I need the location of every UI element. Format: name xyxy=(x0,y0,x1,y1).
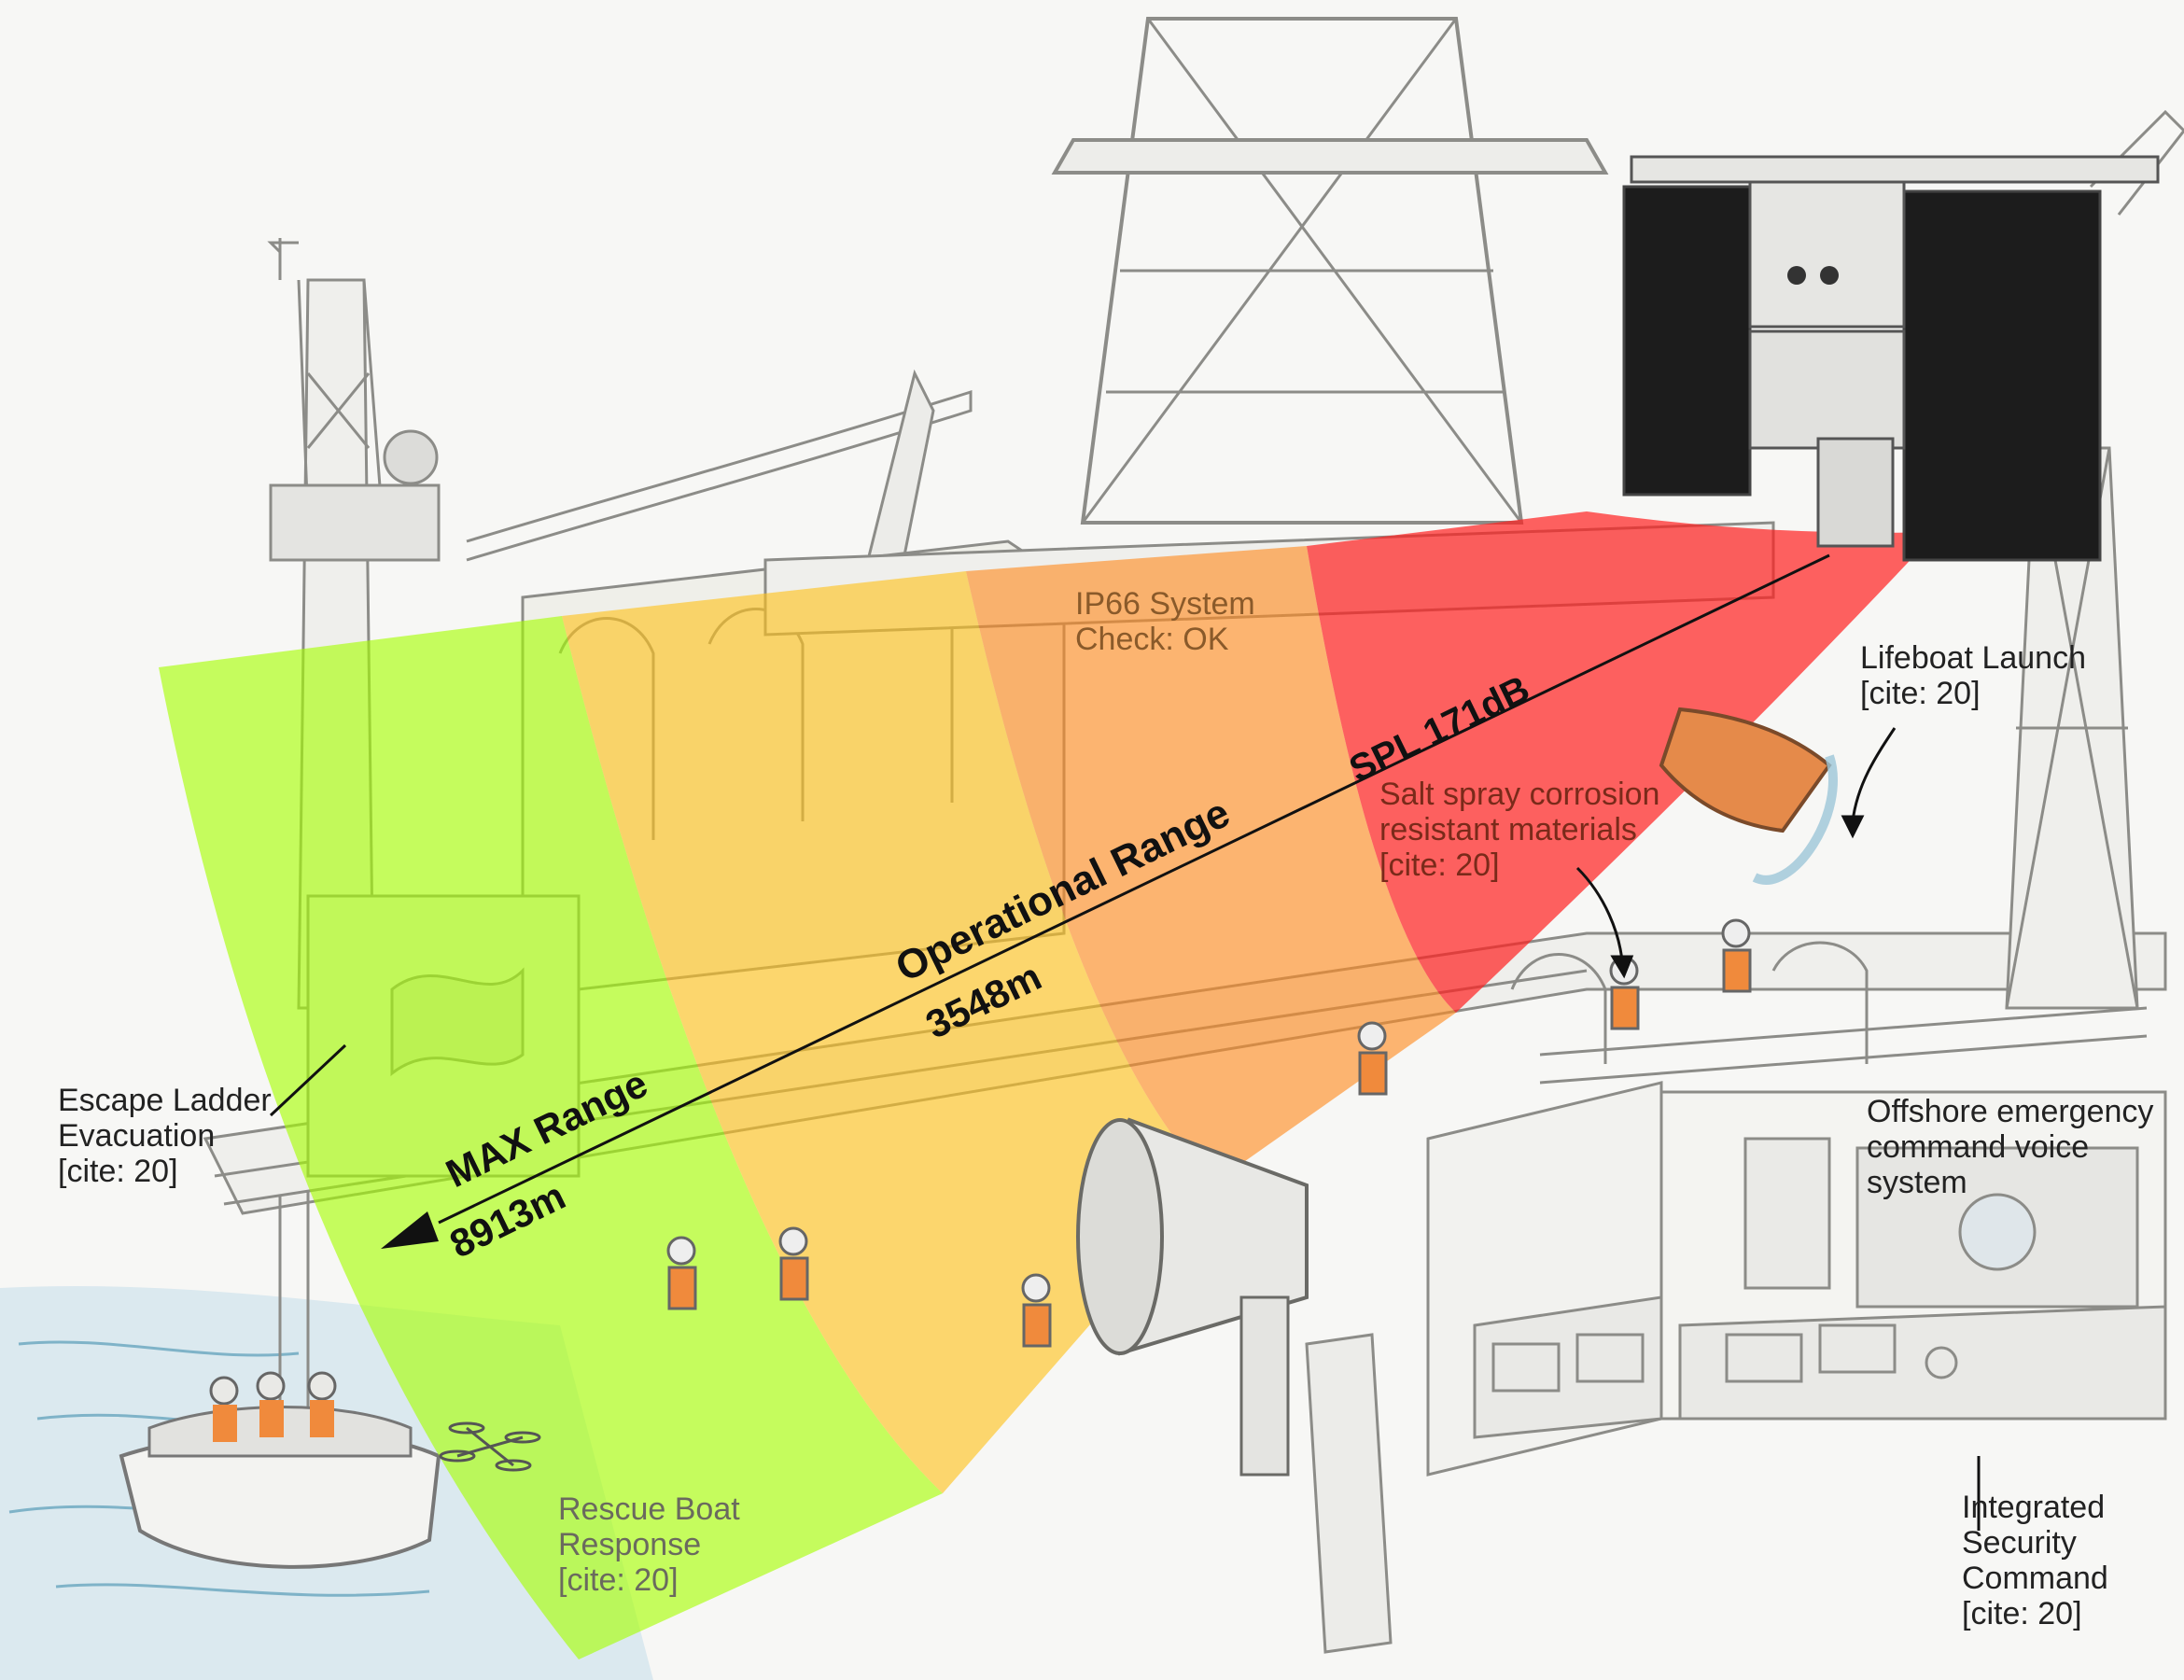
personnel-figures xyxy=(666,918,1752,1348)
annotation-arrows xyxy=(269,727,1981,1531)
range-indicator xyxy=(381,553,1830,1249)
lrad-speaker-icon xyxy=(1622,155,2160,562)
zone-green xyxy=(159,616,943,1659)
salt-spray-label: Salt spray corrosion resistant materials… xyxy=(1379,777,1660,883)
lifeboat-icon xyxy=(1659,707,1838,885)
horn-speaker-icon xyxy=(1076,1117,1309,1477)
range-line xyxy=(438,553,1830,1225)
zone-orange xyxy=(966,546,1456,1183)
security-command-label: Integrated Security Command [cite: 20] xyxy=(1962,1490,2108,1631)
coverage-zones xyxy=(159,511,1937,1659)
ip66-label: IP66 System Check: OK xyxy=(1075,586,1255,657)
escape-ladder-label: Escape Ladder Evacuation [cite: 20] xyxy=(58,1083,272,1189)
zone-red xyxy=(1307,511,1937,1013)
rescue-boat-label: Rescue Boat Response [cite: 20] xyxy=(558,1491,740,1598)
drone-icon xyxy=(439,1421,541,1472)
arrow-left-icon xyxy=(381,1211,439,1249)
offshore-voice-label: Offshore emergency command voice system xyxy=(1867,1094,2154,1200)
lifeboat-launch-label: Lifeboat Launch [cite: 20] xyxy=(1860,640,2086,711)
boat-icon xyxy=(119,1371,441,1569)
zone-yellow xyxy=(562,571,1213,1493)
